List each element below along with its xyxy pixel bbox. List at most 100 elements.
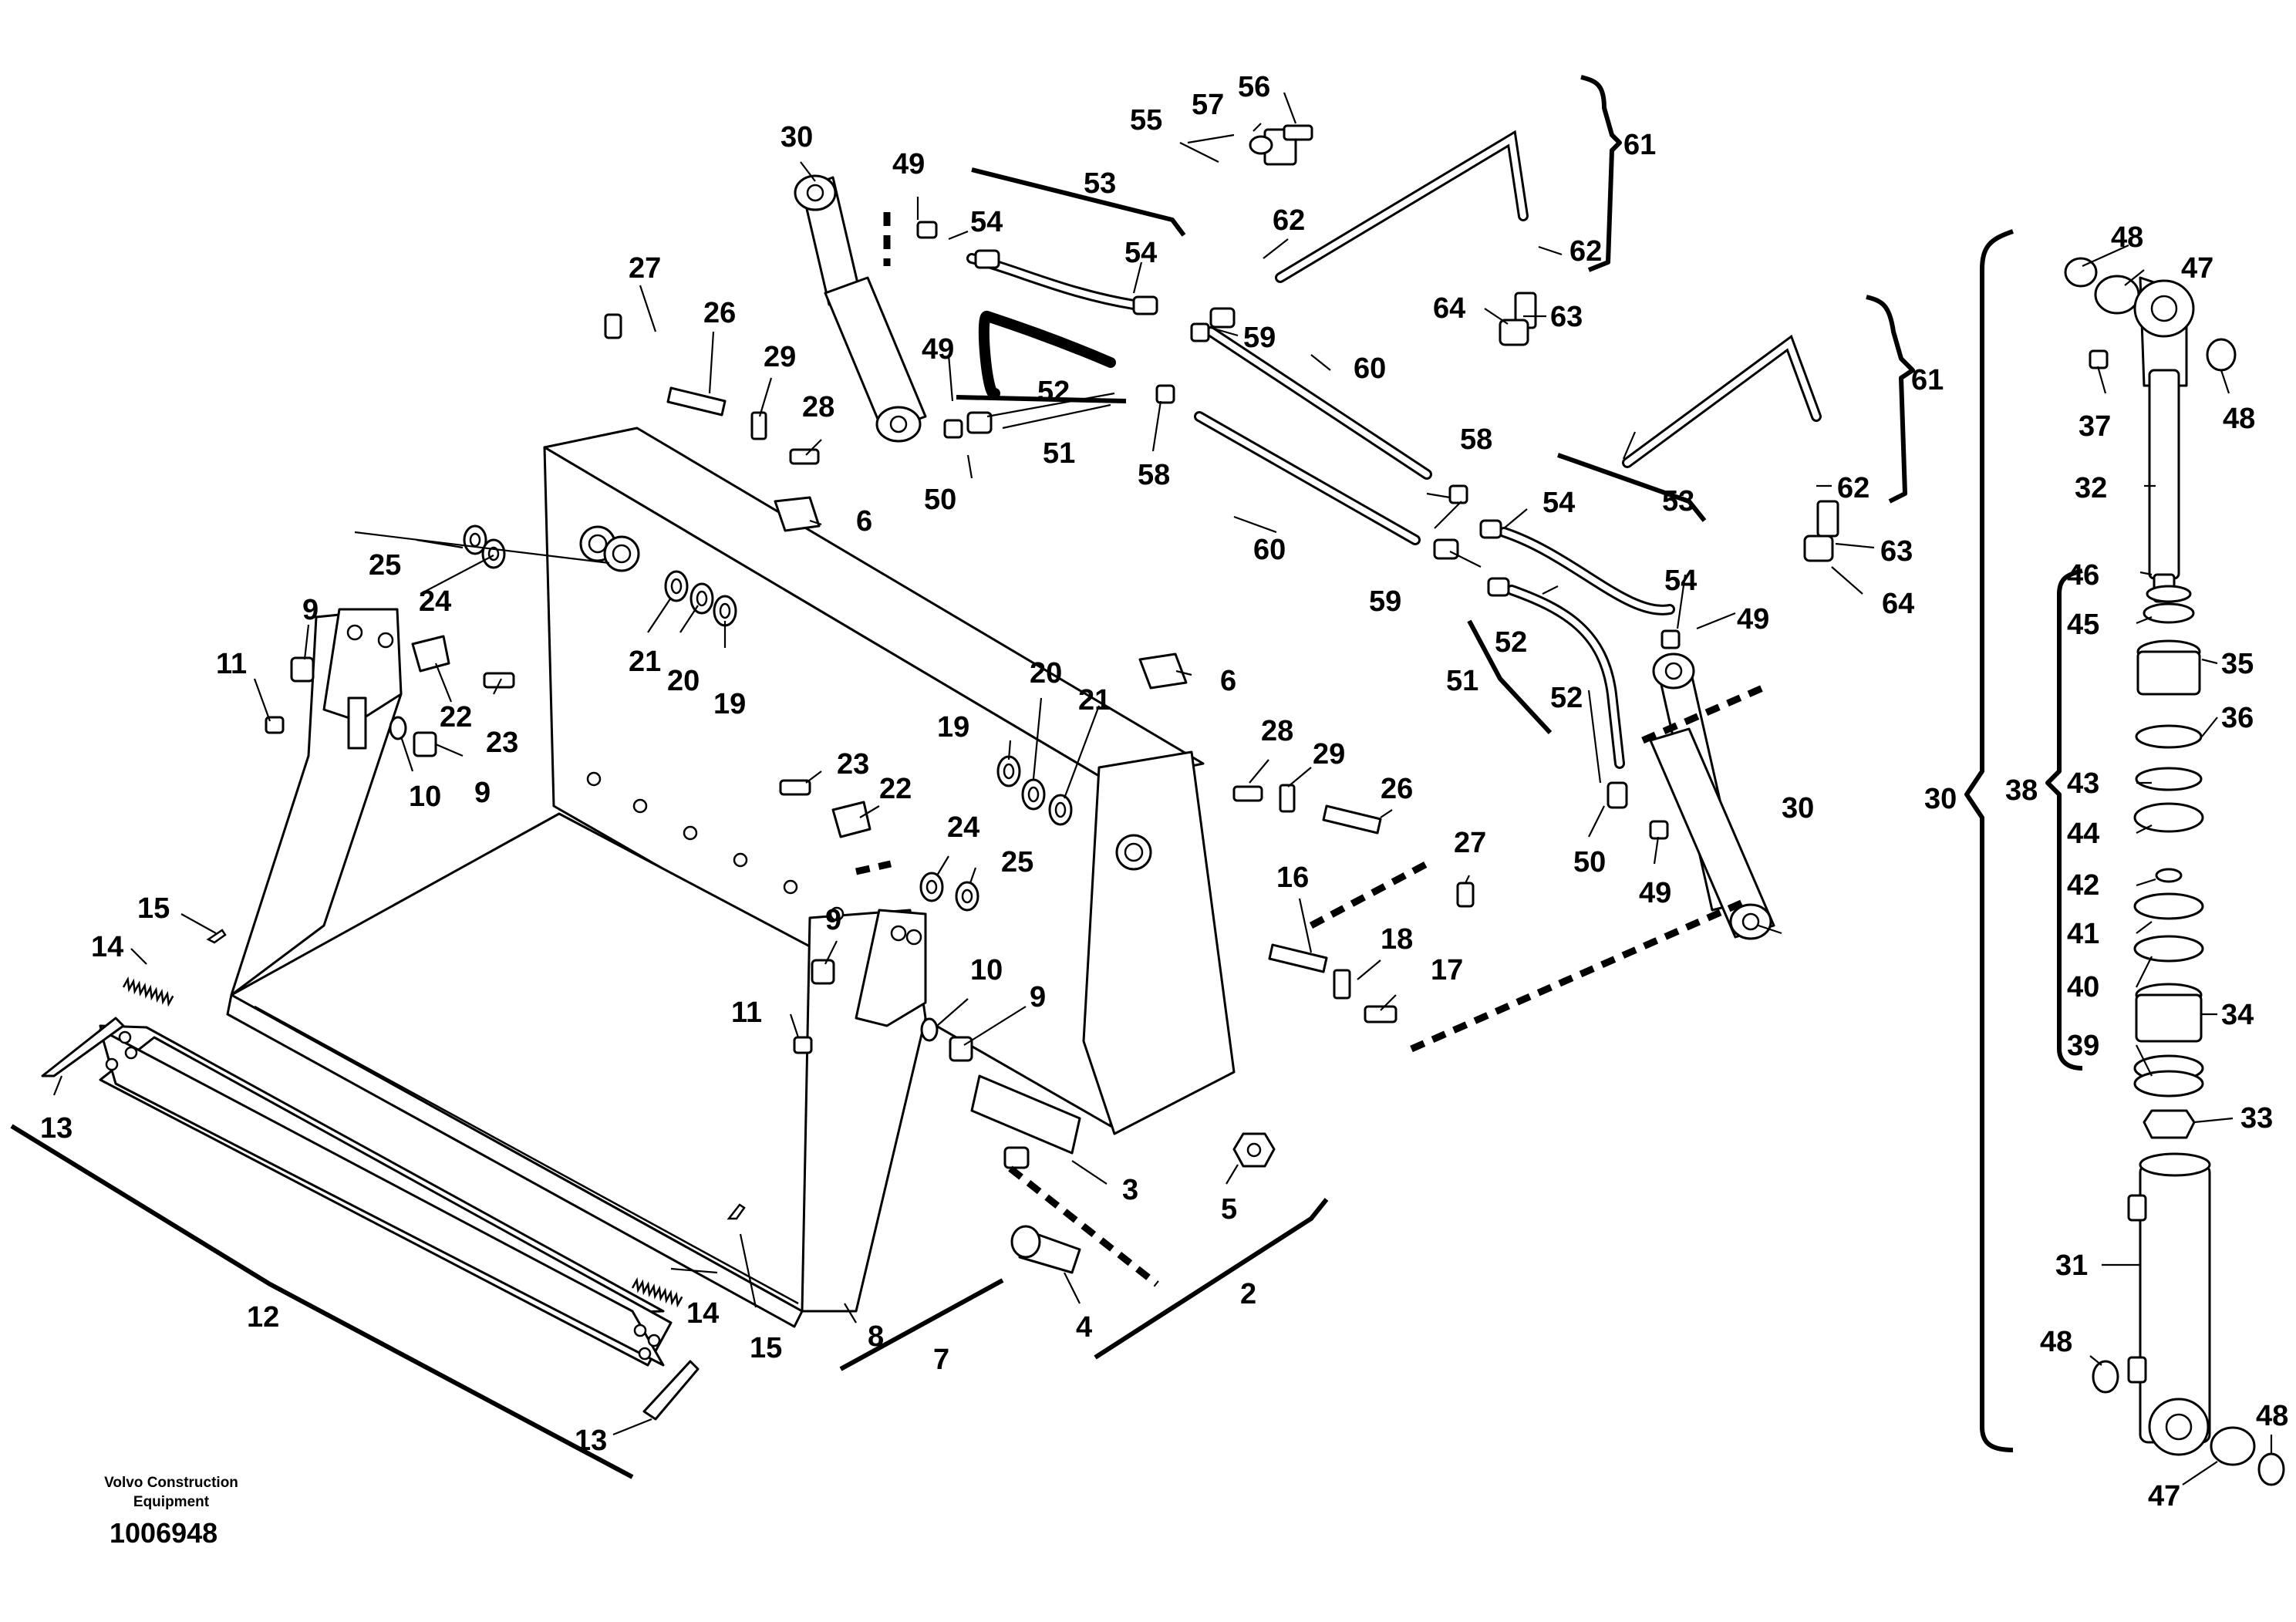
callout-labels: 30 49 54 53 55 57 56 61 62 54 62 64 63 5…: [40, 71, 2288, 1512]
callout-32: 32: [2075, 472, 2107, 504]
callout-14: 14: [91, 931, 123, 963]
callout-64: 64: [1433, 292, 1465, 325]
callout-6: 6: [856, 505, 872, 538]
callout-27: 27: [629, 252, 661, 285]
credit-company: Volvo Construction: [104, 1475, 238, 1491]
callout-13-b: 13: [575, 1425, 607, 1457]
callout-22-b: 22: [879, 773, 912, 805]
callout-30-b: 30: [1782, 792, 1814, 824]
callout-19-b: 19: [937, 711, 969, 744]
callout-21: 21: [629, 646, 661, 678]
callout-48: 48: [2111, 221, 2143, 254]
callout-19: 19: [713, 688, 746, 720]
callout-49-c: 49: [1737, 603, 1769, 636]
callout-53-b: 53: [1662, 485, 1694, 518]
callout-21-b: 21: [1078, 684, 1111, 717]
callout-54-c: 54: [1542, 487, 1575, 519]
callout-54-b: 54: [1124, 237, 1157, 269]
bucket-assembly: [226, 427, 1236, 1328]
callout-55: 55: [1130, 104, 1162, 137]
hidden-lines: [855, 212, 1768, 1287]
cylinder-seal-kit: [2064, 257, 2285, 1486]
callout-60-b: 60: [1253, 534, 1286, 566]
callout-54: 54: [970, 206, 1003, 238]
callout-61-b: 61: [1911, 364, 1944, 396]
callout-45: 45: [2067, 609, 2099, 641]
callout-24: 24: [419, 585, 451, 618]
callout-62-c: 62: [1837, 472, 1870, 504]
callout-54-d: 54: [1664, 565, 1697, 597]
callout-25-b: 25: [1001, 846, 1033, 878]
callout-15-b: 15: [750, 1332, 782, 1364]
callout-52: 52: [1037, 376, 1070, 408]
callout-29: 29: [764, 341, 796, 373]
callout-56: 56: [1238, 71, 1270, 103]
callout-14-b: 14: [686, 1297, 719, 1330]
callout-4: 4: [1076, 1311, 1092, 1344]
callout-23: 23: [486, 727, 518, 759]
callout-42: 42: [2067, 869, 2099, 902]
callout-20: 20: [667, 665, 700, 697]
callout-52-b: 52: [1495, 626, 1527, 659]
callout-33: 33: [2240, 1102, 2273, 1135]
callout-10: 10: [409, 781, 441, 813]
tilt-cylinders: [794, 174, 1775, 940]
callout-50: 50: [924, 484, 956, 516]
callout-9-b: 9: [474, 777, 491, 809]
callout-10-b: 10: [970, 954, 1003, 986]
callout-53: 53: [1084, 167, 1116, 200]
callout-35: 35: [2221, 648, 2254, 680]
callout-38: 38: [2005, 774, 2038, 807]
callout-37: 37: [2079, 410, 2111, 443]
callout-57: 57: [1192, 89, 1224, 121]
callout-27-b: 27: [1454, 827, 1486, 859]
callout-51-b: 51: [1446, 665, 1478, 697]
callout-52-c: 52: [1550, 682, 1583, 714]
callout-62: 62: [1273, 204, 1305, 237]
callout-22: 22: [440, 701, 472, 733]
callout-49: 49: [892, 148, 925, 180]
callout-34: 34: [2221, 999, 2254, 1031]
callout-23-b: 23: [837, 748, 869, 781]
callout-11-b: 11: [731, 996, 762, 1029]
fittings: [916, 124, 1839, 840]
callout-50-b: 50: [1573, 846, 1606, 878]
callout-48-b: 48: [2223, 403, 2255, 435]
callout-49-d: 49: [1639, 877, 1671, 909]
callout-13: 13: [40, 1112, 72, 1145]
callout-9-c: 9: [825, 904, 841, 936]
drawing-number: 1006948: [110, 1517, 217, 1549]
callout-26-b: 26: [1381, 773, 1413, 805]
callout-30-c: 30: [1924, 783, 1957, 815]
leader-lines: [52, 92, 2273, 1485]
group-braces: [10, 75, 2083, 1479]
callout-9-d: 9: [1030, 981, 1046, 1013]
callout-28: 28: [802, 391, 834, 423]
callout-36: 36: [2221, 702, 2254, 734]
callout-63-b: 63: [1880, 535, 1913, 568]
callout-61: 61: [1623, 129, 1656, 161]
callout-20-b: 20: [1030, 657, 1062, 690]
credit-equipment: Equipment: [133, 1494, 210, 1510]
credit-block: Volvo Construction Equipment 1006948: [104, 1475, 238, 1549]
callout-62-b: 62: [1569, 235, 1602, 268]
callout-17: 17: [1431, 954, 1463, 986]
cutting-edge-assembly: [41, 929, 746, 1421]
callout-2: 2: [1240, 1278, 1256, 1310]
callout-59-b: 59: [1369, 585, 1401, 618]
callout-15: 15: [137, 892, 170, 925]
callout-29-b: 29: [1313, 738, 1345, 771]
callout-59: 59: [1243, 322, 1276, 354]
callout-63: 63: [1550, 301, 1583, 333]
callout-49-b: 49: [922, 333, 954, 366]
callout-47-b: 47: [2148, 1480, 2180, 1512]
callout-46: 46: [2067, 559, 2099, 592]
callout-6-b: 6: [1220, 665, 1236, 697]
callout-40: 40: [2067, 971, 2099, 1003]
callout-30: 30: [781, 121, 813, 153]
callout-3: 3: [1122, 1174, 1138, 1206]
callout-12: 12: [247, 1301, 279, 1334]
callout-48-d: 48: [2256, 1400, 2288, 1432]
callout-31: 31: [2055, 1249, 2088, 1282]
